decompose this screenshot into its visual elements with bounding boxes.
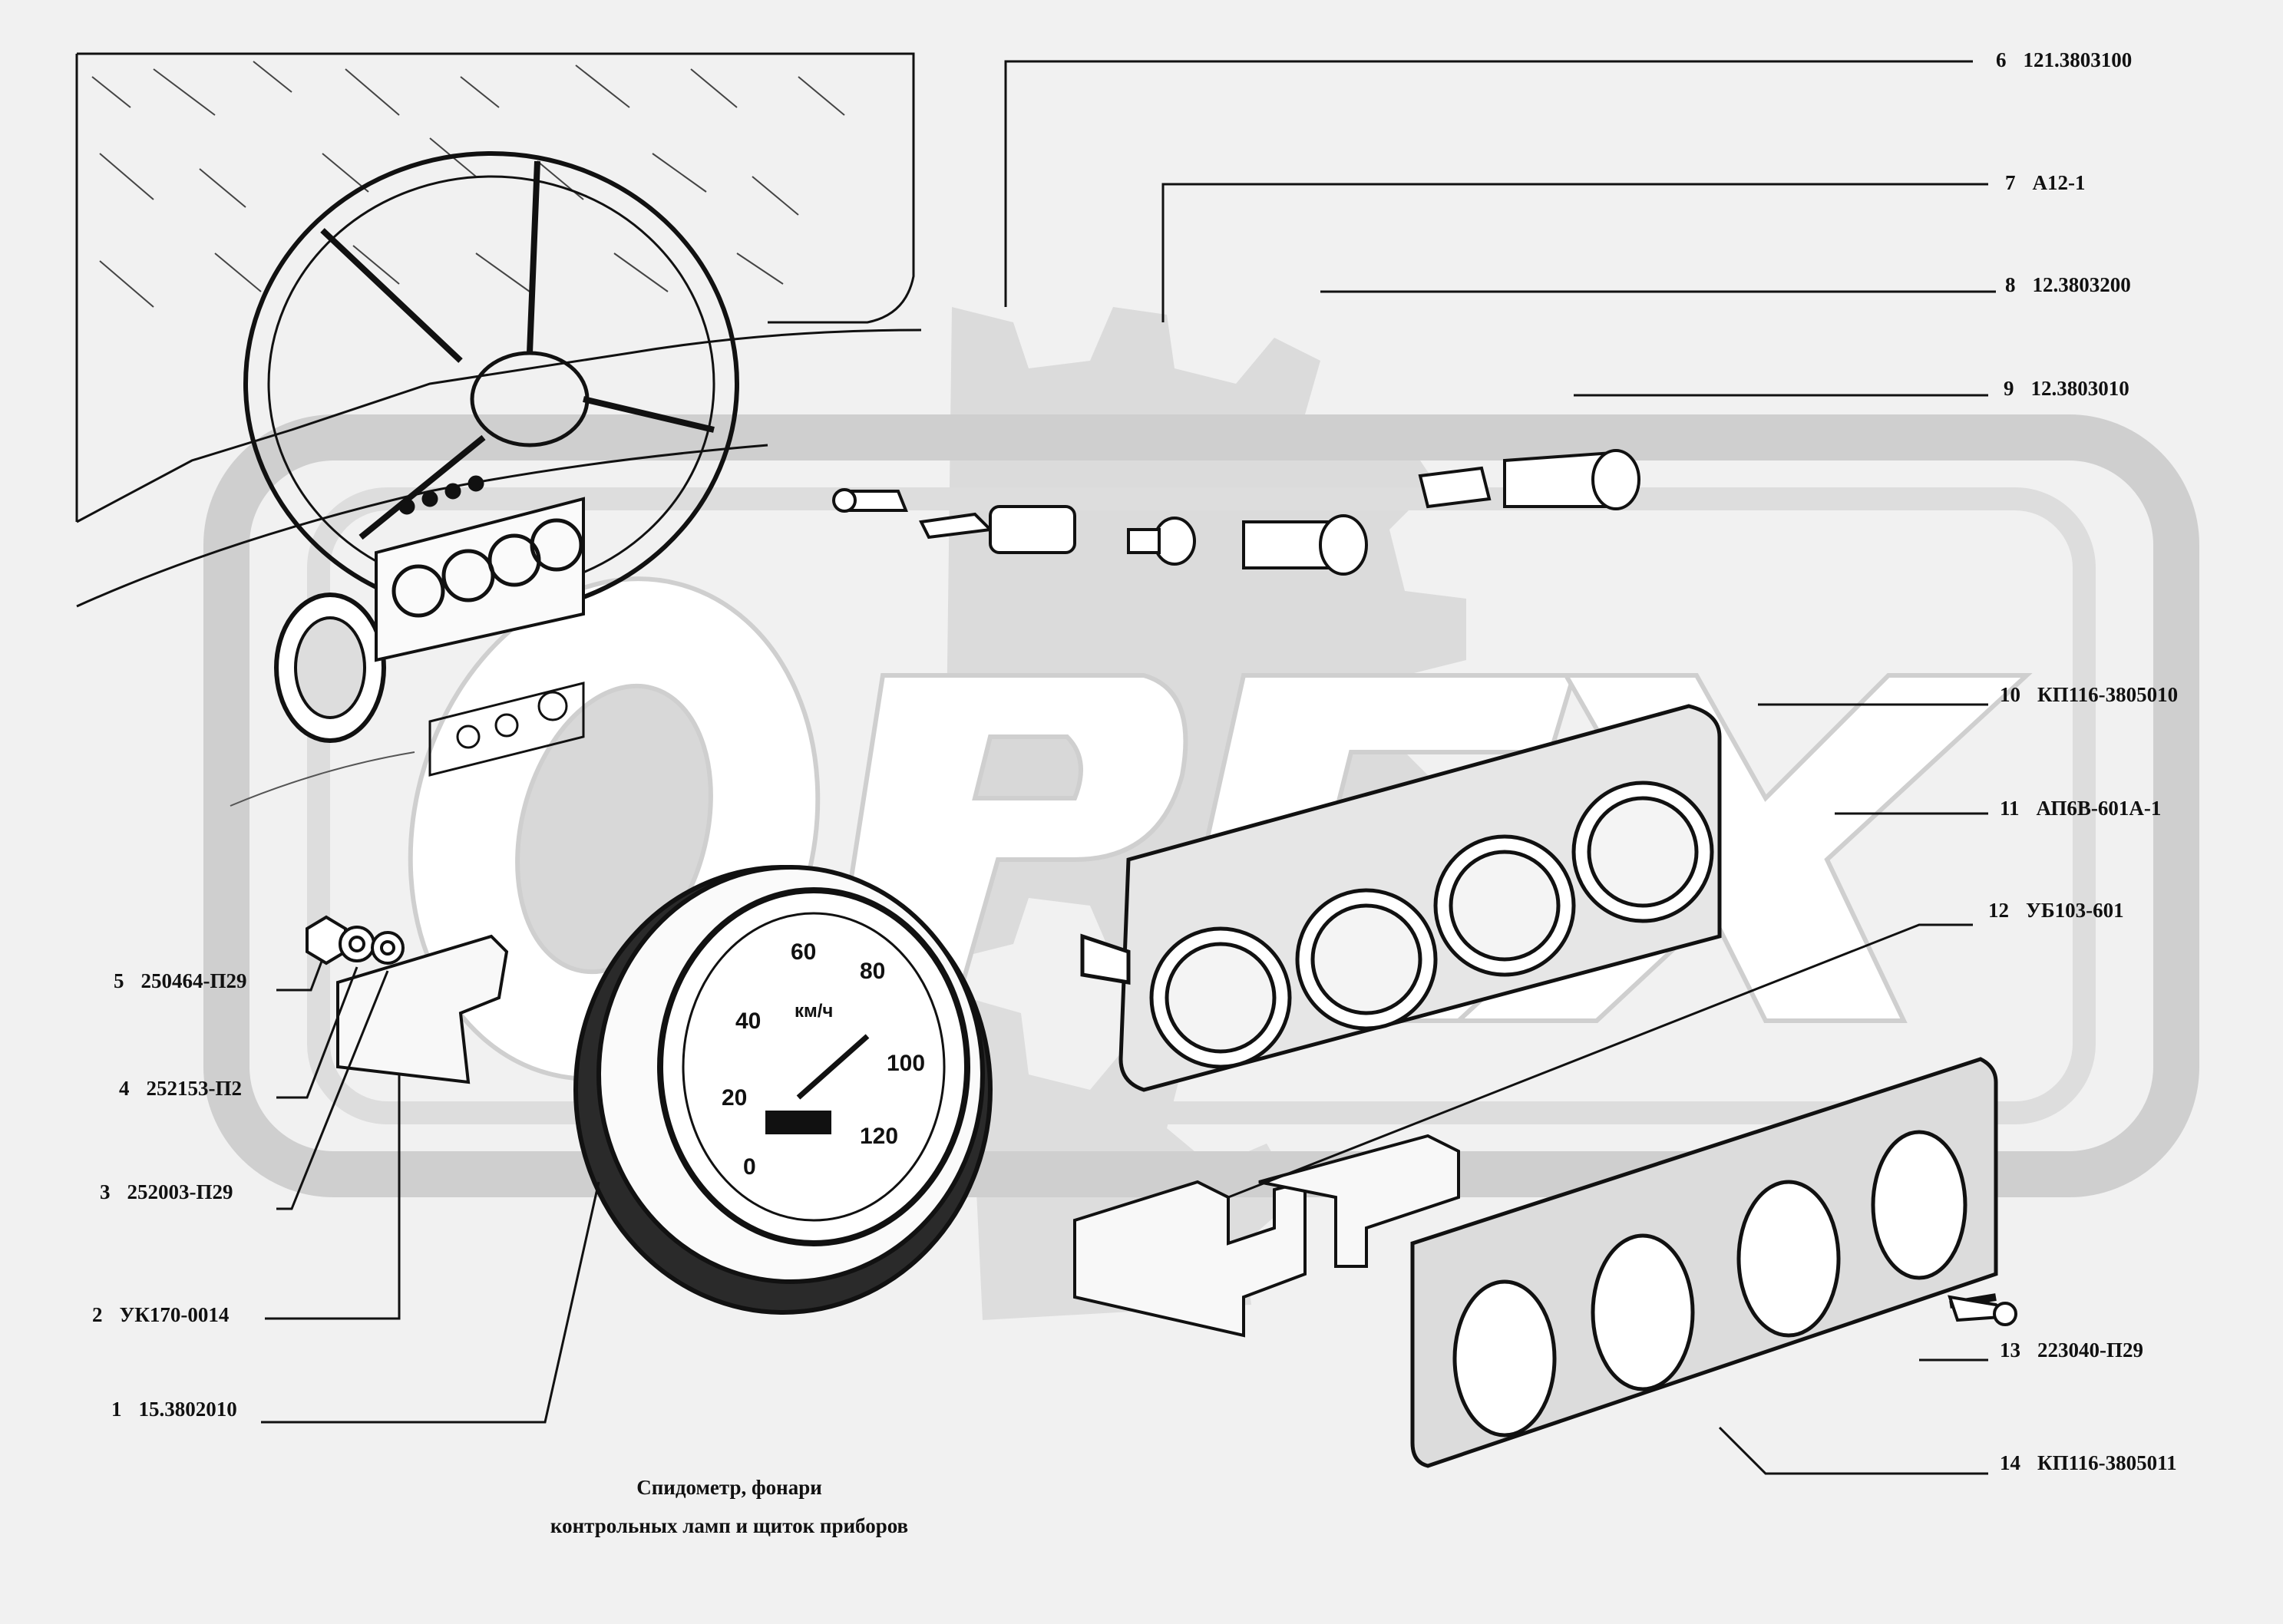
scale-label-60: 60	[791, 939, 816, 965]
speedometer-scale: 0 20 40 60 80 100 120 км/ч	[722, 939, 925, 1180]
callout-3-part: 252003-П29	[127, 1180, 233, 1203]
callout-1-part: 15.3802010	[138, 1398, 237, 1421]
speed-unit: км/ч	[795, 1001, 833, 1022]
lamp-parts	[832, 449, 1640, 576]
brackets	[336, 934, 1460, 1338]
scale-label-0: 0	[743, 1154, 756, 1180]
callout-5-part: 250464-П29	[140, 969, 247, 992]
callout-13-part: 223040-П29	[2037, 1338, 2143, 1362]
face-plate	[1410, 1057, 1998, 1468]
instrument-panel	[1080, 704, 1722, 1092]
callout-14-part: КП116-3805011	[2037, 1451, 2177, 1474]
caption-line-1: Спидометр, фонари	[636, 1476, 822, 1499]
dashboard-scene	[75, 52, 922, 807]
callout-12-part: УБ103-601	[2026, 899, 2124, 922]
scale-label-100: 100	[887, 1051, 925, 1076]
callout-9-part: 12.3803010	[2030, 377, 2129, 400]
callout-11-part: АП6В-601А-1	[2036, 797, 2162, 820]
caption-line-2: контрольных ламп и щиток приборов	[550, 1514, 909, 1537]
callout-10-part: КП116-3805010	[2037, 683, 2179, 706]
scale-label-20: 20	[722, 1085, 747, 1111]
callout-7-part: А12-1	[2032, 171, 2086, 194]
scale-label-40: 40	[735, 1008, 761, 1034]
fasteners	[306, 915, 2017, 1326]
callout-8-part: 12.3803200	[2032, 273, 2131, 296]
callout-2-part: УК170-0014	[119, 1303, 230, 1326]
leader-lines	[261, 60, 1996, 1475]
scale-label-80: 80	[860, 959, 885, 984]
scale-label-120: 120	[860, 1124, 898, 1149]
callout-4-part: 252153-П2	[146, 1077, 243, 1100]
callout-6-part: 121.3803100	[2023, 48, 2133, 71]
speedometer	[573, 865, 993, 1315]
